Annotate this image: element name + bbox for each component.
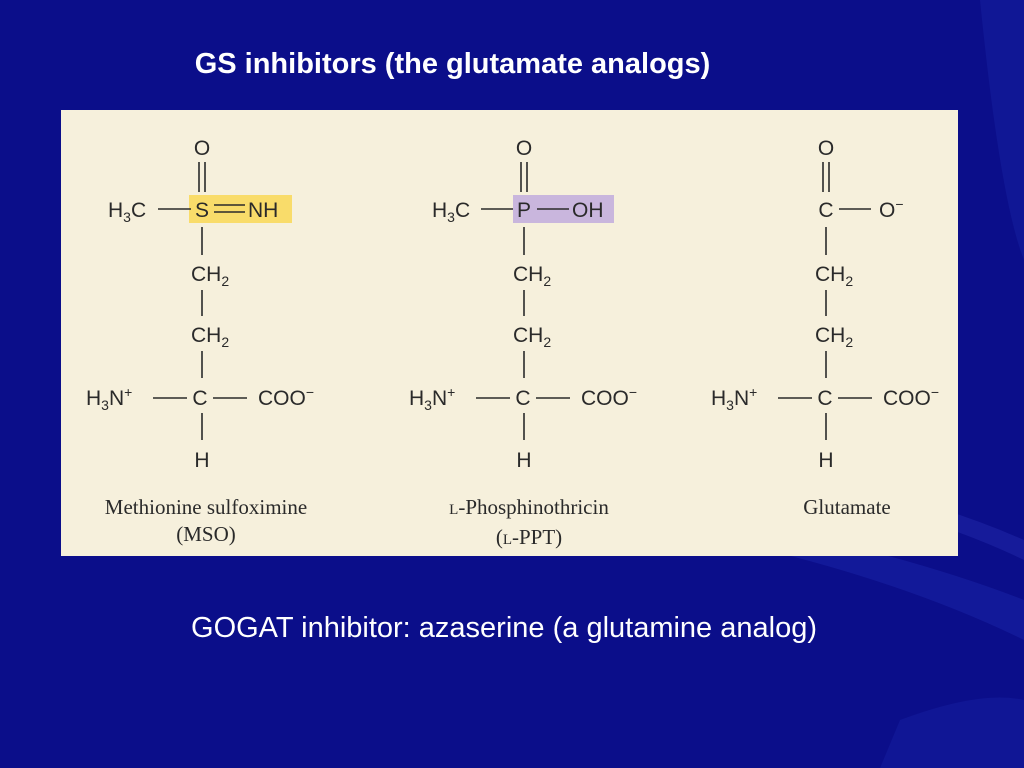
glu-amine: H3N+ [711,384,757,413]
ppt-ch2-2: CH2 [513,324,551,350]
glu-carbonyl-carbon: C [818,199,833,222]
caption-glutamate: Glutamate [697,494,997,521]
caption-mso-line2: (MSO) [176,522,236,546]
caption-mso-line1: Methionine sulfoximine [104,495,308,519]
ppt-carboxylate: COO− [581,384,637,410]
mso-sulfur: S [195,199,209,222]
mso-top-oxygen: O [194,137,210,160]
mso-ch2-1: CH2 [191,263,229,289]
structures-svg: O H3C S NH CH2 CH2 H3N+ C COO− H O [86,137,939,472]
ppt-ch2-1: CH2 [513,263,551,289]
glu-ch2-1: CH2 [815,263,853,289]
molecule-glutamate: O C O− CH2 CH2 H3N+ C COO− H [711,137,939,472]
ppt-hydroxyl: OH [572,199,604,222]
ppt-amine: H3N+ [409,384,455,413]
caption-ppt: L-Phosphinothricin (L-PPT) [379,494,679,554]
mso-amine: H3N+ [86,384,132,413]
caption-ppt-line2: (L-PPT) [495,525,563,549]
glu-alpha-carbon: C [817,387,832,410]
glu-carboxylate: COO− [883,384,939,410]
glu-ch2-2: CH2 [815,324,853,350]
mso-methyl: H3C [108,199,146,225]
mso-ch2-2: CH2 [191,324,229,350]
ppt-top-oxygen: O [516,137,532,160]
molecule-mso: O H3C S NH CH2 CH2 H3N+ C COO− H [86,137,314,472]
ppt-methyl: H3C [432,199,470,225]
footer-text: GOGAT inhibitor: azaserine (a glutamine … [191,612,817,644]
ppt-alpha-hydrogen: H [516,449,531,472]
ppt-phosphorus: P [517,199,531,222]
mso-imine: NH [248,199,278,222]
glu-carboxylate-oxygen: O− [879,196,904,222]
mso-highlight [189,195,292,223]
structures-figure: O H3C S NH CH2 CH2 H3N+ C COO− H O [61,110,958,556]
glu-alpha-hydrogen: H [818,449,833,472]
caption-mso: Methionine sulfoximine (MSO) [56,494,356,548]
mso-alpha-hydrogen: H [194,449,209,472]
caption-glutamate-line1: Glutamate [803,495,891,519]
glu-top-oxygen: O [818,137,834,160]
molecule-ppt: O H3C P OH CH2 CH2 H3N+ C COO− H [409,137,637,472]
ppt-alpha-carbon: C [515,387,530,410]
mso-carboxylate: COO− [258,384,314,410]
caption-ppt-line1: L-Phosphinothricin [449,495,609,519]
mso-alpha-carbon: C [192,387,207,410]
slide-title: GS inhibitors (the glutamate analogs) [194,48,711,80]
